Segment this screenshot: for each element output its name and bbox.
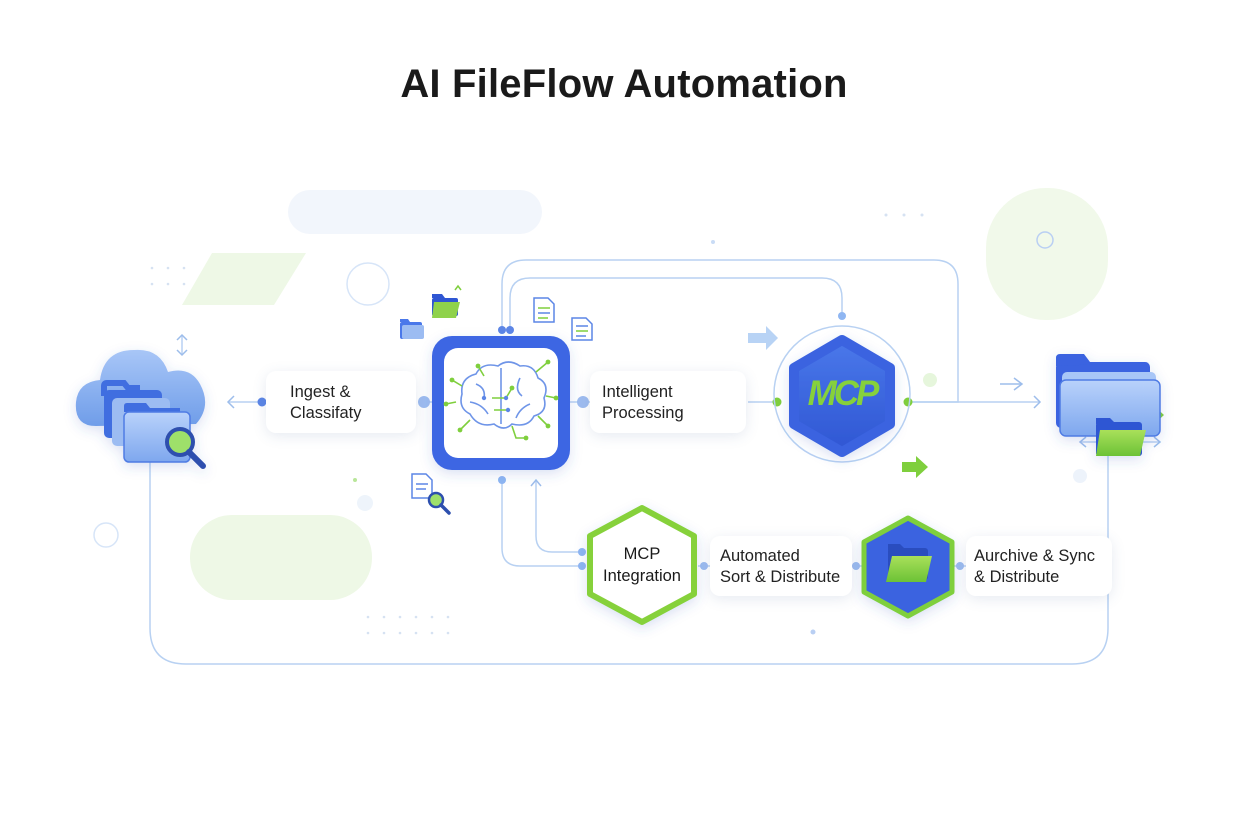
processing-line1: Intelligent [602, 383, 673, 401]
intelligent-processing-card: Intelligent Processing [590, 371, 746, 433]
connector-dots [257, 312, 964, 570]
folder-icon [400, 284, 462, 339]
mcp-integration-line2: Integration [603, 567, 681, 585]
archive-folder-node [861, 515, 955, 619]
connector-arrowheads [176, 333, 1162, 487]
ingest-classify-card: Ingest & Classifaty [266, 371, 416, 433]
document-icon [533, 297, 593, 341]
archive-line2: & Distribute [974, 568, 1060, 586]
sort-line1: Automated [720, 547, 800, 565]
mcp-integration-line1: MCP [623, 545, 661, 563]
ingest-line2: Classifaty [290, 404, 362, 422]
background-decorations [93, 188, 1108, 635]
processing-line2: Processing [602, 404, 684, 422]
folder-stack-icon [1056, 354, 1161, 456]
brain-circuit-icon [432, 336, 570, 470]
sort-line2: Sort & Distribute [720, 568, 841, 586]
mcp-hub-node [773, 325, 911, 463]
mcp-integration-node [587, 505, 697, 625]
cloud-folder-search-icon [75, 349, 206, 469]
document-search-icon [411, 473, 451, 515]
archive-line1: Aurchive & Sync [974, 547, 1096, 565]
archive-sync-card: Aurchive & Sync & Distribute [966, 536, 1112, 596]
mcp-integration-label: MCP Integration [596, 543, 688, 587]
mcp-hub-logo: MCP [807, 374, 880, 413]
diagram-title: AI FileFlow Automation [400, 62, 848, 106]
ingest-line1: Ingest & [290, 383, 351, 401]
automated-sort-card: Automated Sort & Distribute [710, 536, 852, 596]
